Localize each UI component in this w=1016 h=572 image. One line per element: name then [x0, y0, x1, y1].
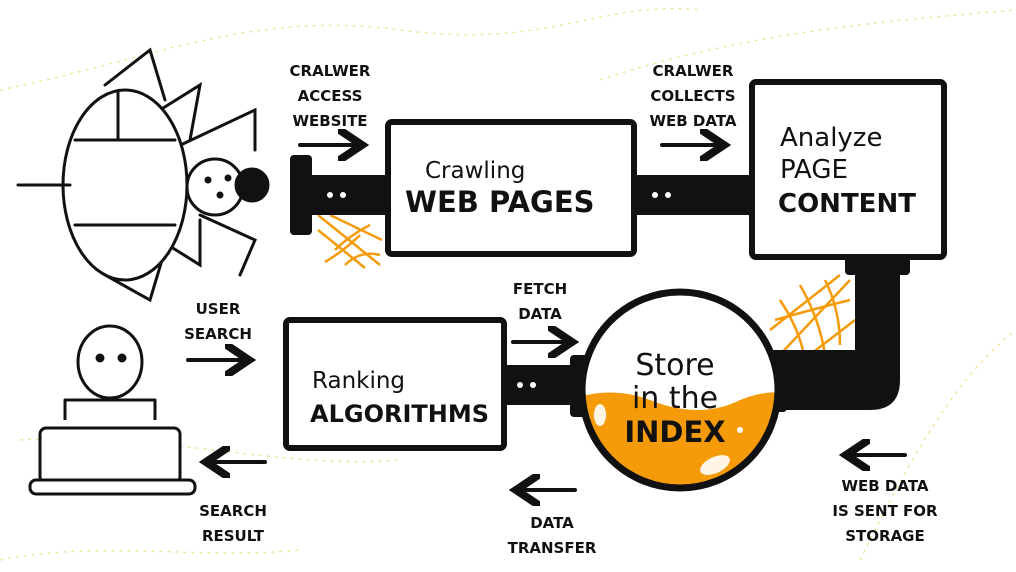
svg-text:DATA: DATA — [518, 305, 562, 323]
svg-text:RESULT: RESULT — [202, 527, 265, 545]
step-crawling-web-pages: Crawling WEB PAGES — [385, 119, 637, 257]
svg-text:STORAGE: STORAGE — [845, 527, 925, 545]
svg-text:FETCH: FETCH — [513, 280, 567, 298]
store-line1: Store — [635, 348, 714, 383]
svg-text:ACCESS: ACCESS — [298, 87, 363, 105]
ranking-line2: ALGORITHMS — [310, 400, 489, 428]
step-analyze-page-content: Analyze PAGE CONTENT — [749, 79, 947, 260]
svg-text:WEB DATA: WEB DATA — [649, 112, 736, 130]
label-user-search: USER SEARCH — [184, 300, 252, 343]
spider-web-icon — [317, 213, 856, 371]
svg-text:IS SENT FOR: IS SENT FOR — [832, 502, 938, 520]
spider-icon — [16, 47, 270, 303]
svg-text:WEB DATA: WEB DATA — [841, 477, 928, 495]
label-data-transfer: DATA TRANSFER — [508, 514, 597, 557]
label-crawler-access: CRALWER ACCESS WEBSITE — [290, 62, 371, 130]
svg-text:USER: USER — [196, 300, 241, 318]
analyze-line3: CONTENT — [778, 189, 916, 219]
svg-text:DATA: DATA — [530, 514, 574, 532]
svg-text:TRANSFER: TRANSFER — [508, 539, 597, 557]
user-at-laptop-icon — [28, 324, 197, 496]
step-ranking-algorithms: Ranking ALGORITHMS — [283, 317, 507, 451]
analyze-line2: PAGE — [780, 155, 848, 185]
label-search-result: SEARCH RESULT — [199, 502, 267, 545]
label-fetch-data: FETCH DATA — [513, 280, 567, 323]
ranking-line1: Ranking — [312, 368, 405, 394]
label-web-data-sent: WEB DATA IS SENT FOR STORAGE — [832, 477, 938, 545]
crawling-line1: Crawling — [425, 158, 525, 184]
label-crawler-collects: CRALWER COLLECTS WEB DATA — [649, 62, 736, 130]
pipe-icon — [290, 155, 910, 417]
analyze-line1: Analyze — [780, 123, 882, 153]
svg-text:SEARCH: SEARCH — [199, 502, 267, 520]
store-line3: INDEX — [624, 415, 725, 449]
store-line2: in the — [632, 381, 718, 416]
crawling-line2: WEB PAGES — [405, 185, 595, 219]
svg-text:COLLECTS: COLLECTS — [650, 87, 735, 105]
svg-text:WEBSITE: WEBSITE — [292, 112, 367, 130]
svg-text:CRALWER: CRALWER — [290, 62, 371, 80]
svg-text:CRALWER: CRALWER — [653, 62, 734, 80]
svg-text:SEARCH: SEARCH — [184, 325, 252, 343]
step-store-in-index: Store in the INDEX — [578, 288, 782, 492]
